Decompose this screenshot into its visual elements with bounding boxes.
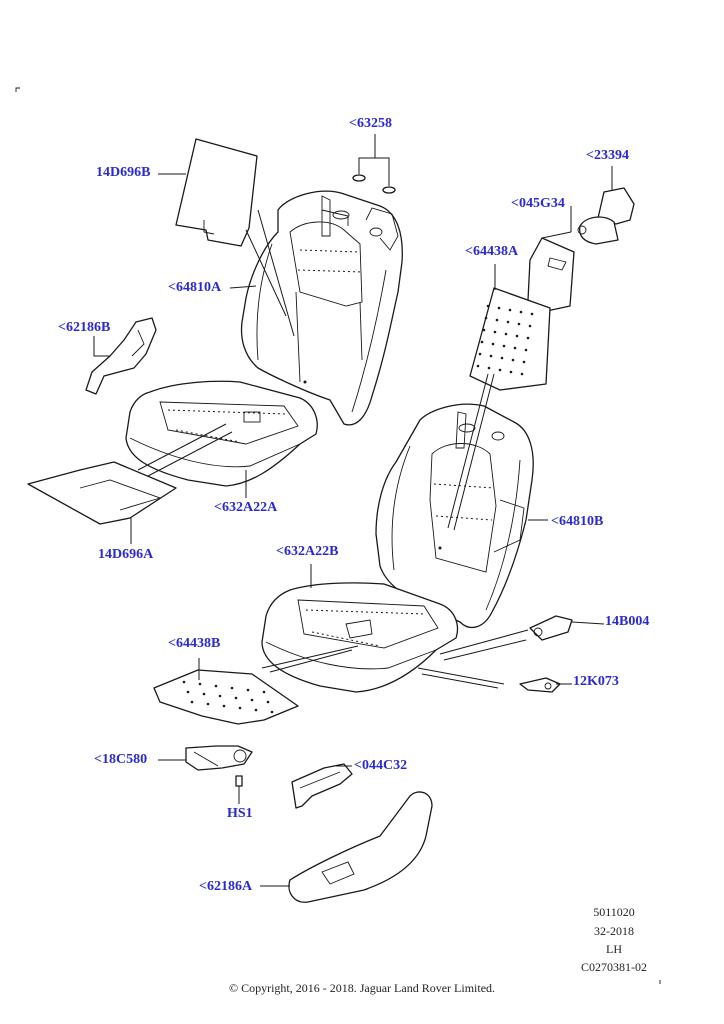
perforation-dot <box>495 318 499 322</box>
perforation-dot <box>524 348 528 352</box>
callout-64438A[interactable]: <64438A <box>465 244 519 259</box>
perforation-dot <box>520 372 524 376</box>
part-045G34-panel <box>527 237 575 313</box>
part-62186B-bracket <box>85 317 157 395</box>
perforation-dot <box>504 332 508 336</box>
part-14D696A-cushion-pad <box>27 461 177 525</box>
perforation-dot <box>498 368 502 372</box>
perforation-dot <box>530 312 534 316</box>
illustration-code: 5011020 <box>593 905 635 919</box>
callout-18C580[interactable]: <18C580 <box>94 752 148 767</box>
perforation-dot <box>186 690 190 694</box>
callout-63258[interactable]: <63258 <box>349 116 392 131</box>
perforation-dot <box>234 696 238 700</box>
perforation-dot <box>506 320 510 324</box>
corner-mark <box>15 87 20 92</box>
perforation-dot <box>493 330 497 334</box>
callout-14D696A[interactable]: 14D696A <box>98 547 154 562</box>
callout-14B004[interactable]: 14B004 <box>605 614 650 629</box>
perforation-dot <box>482 328 486 332</box>
part-12K073-clip <box>519 677 561 693</box>
perforation-dot <box>214 684 218 688</box>
perforation-dot <box>489 354 493 358</box>
perforation-dot <box>508 308 512 312</box>
part-63258-grommets <box>352 174 396 194</box>
perforation-dot <box>476 364 480 368</box>
perforation-dot <box>206 702 210 706</box>
perforation-dot <box>526 336 530 340</box>
part-64438A-back-panel <box>469 287 551 391</box>
callout-12K073[interactable]: 12K073 <box>573 674 619 689</box>
perforation-dot <box>238 706 242 710</box>
perforation-dot <box>230 686 234 690</box>
callout-64810B[interactable]: <64810B <box>551 514 604 529</box>
callout-23394[interactable]: <23394 <box>586 148 629 163</box>
callout-62186B[interactable]: <62186B <box>58 320 111 335</box>
side-indicator: LH <box>606 942 622 956</box>
perforation-dot <box>218 694 222 698</box>
callout-632A22B[interactable]: <632A22B <box>276 544 339 559</box>
callout-044C32[interactable]: <044C32 <box>354 758 408 773</box>
perforation-dot <box>500 356 504 360</box>
part-62186A-side-trim <box>288 791 433 903</box>
callout-64438B[interactable]: <64438B <box>168 636 221 651</box>
perforation-dot <box>478 352 482 356</box>
perforation-dot <box>519 310 523 314</box>
part-64810B-lower-seat-back <box>375 403 534 629</box>
callout-62186A[interactable]: <62186A <box>199 879 253 894</box>
perforation-dot <box>502 344 506 348</box>
perforation-dot <box>528 324 532 328</box>
perforation-dot <box>270 710 274 714</box>
perforation-dot <box>484 316 488 320</box>
perforation-dot <box>511 358 515 362</box>
copyright-notice: © Copyright, 2016 - 2018. Jaguar Land Ro… <box>228 981 496 995</box>
perforation-dot <box>522 360 526 364</box>
perforation-dot <box>515 334 519 338</box>
perforation-dot <box>250 698 254 702</box>
part-044C32-rail <box>291 763 353 809</box>
part-64810A-upper-seat-back <box>240 190 403 426</box>
callout-045G34[interactable]: <045G34 <box>511 196 565 211</box>
reference-number: C0270381-02 <box>581 960 647 974</box>
callout-64810A[interactable]: <64810A <box>168 280 222 295</box>
perforation-dot <box>202 692 206 696</box>
perforation-dot <box>266 700 270 704</box>
model-year-code: 32-2018 <box>594 924 634 938</box>
callout-632A22A[interactable]: <632A22A <box>214 500 278 515</box>
perforation-dot <box>246 688 250 692</box>
part-23394-motor <box>577 187 635 245</box>
perforation-dot <box>190 700 194 704</box>
part-64438B-cushion-panel <box>153 669 299 725</box>
part-632A22B-lower-cushion <box>261 582 459 693</box>
perforation-dot <box>513 346 517 350</box>
leader-lines <box>93 134 613 887</box>
perforation-dot <box>222 704 226 708</box>
perforation-dot <box>487 366 491 370</box>
perforation-dot <box>517 322 521 326</box>
callout-HS1[interactable]: HS1 <box>227 806 253 821</box>
part-14B004-harness <box>529 615 573 641</box>
part-14D696B-back-pad <box>175 138 258 247</box>
perforation-dot <box>486 304 490 308</box>
part-18C580-bracket <box>185 745 253 771</box>
perforation-dot <box>254 708 258 712</box>
perforation-dot <box>480 340 484 344</box>
perforation-dot <box>497 306 501 310</box>
perforation-dot <box>262 690 266 694</box>
callout-14D696B[interactable]: 14D696B <box>96 165 151 180</box>
perforation-dot <box>491 342 495 346</box>
part-632A22A-upper-cushion <box>125 380 318 487</box>
perforation-dot <box>198 682 202 686</box>
perforation-dot <box>182 680 186 684</box>
perforation-dot <box>509 370 513 374</box>
